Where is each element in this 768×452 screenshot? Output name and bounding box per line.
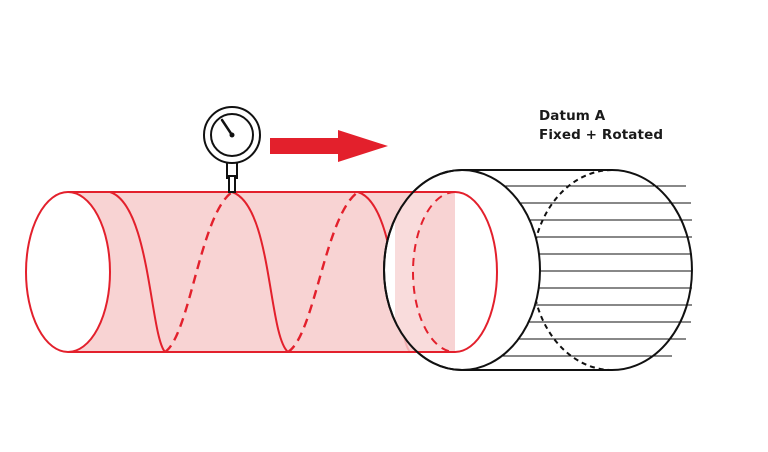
part-cylinder-right-end-hidden	[412, 191, 456, 353]
helix-front-segment-2	[231, 191, 289, 353]
helix-front-segment-1	[109, 191, 166, 353]
gauge-stem-tip	[228, 175, 236, 193]
part-cylinder-overlap-band	[395, 192, 455, 352]
datum-cylinder-far-end-hidden	[531, 169, 613, 371]
datum-label-title: Datum A	[539, 108, 606, 124]
part-cylinder-right-end-front	[454, 191, 498, 353]
part-cylinder-body	[26, 192, 455, 352]
datum-cylinder-near-end-outline	[383, 169, 463, 371]
part-cylinder-inside-datum	[383, 169, 498, 371]
gauge-hub	[229, 132, 235, 138]
datum-cylinder-far-end-front	[611, 169, 693, 371]
part-cylinder	[25, 191, 455, 354]
datum-label-subtitle: Fixed + Rotated	[539, 127, 664, 143]
gauge-needle	[220, 118, 234, 137]
part-cylinder-left-end	[25, 191, 111, 353]
dial-indicator-icon	[203, 106, 261, 193]
right-arrow-icon	[270, 130, 388, 162]
